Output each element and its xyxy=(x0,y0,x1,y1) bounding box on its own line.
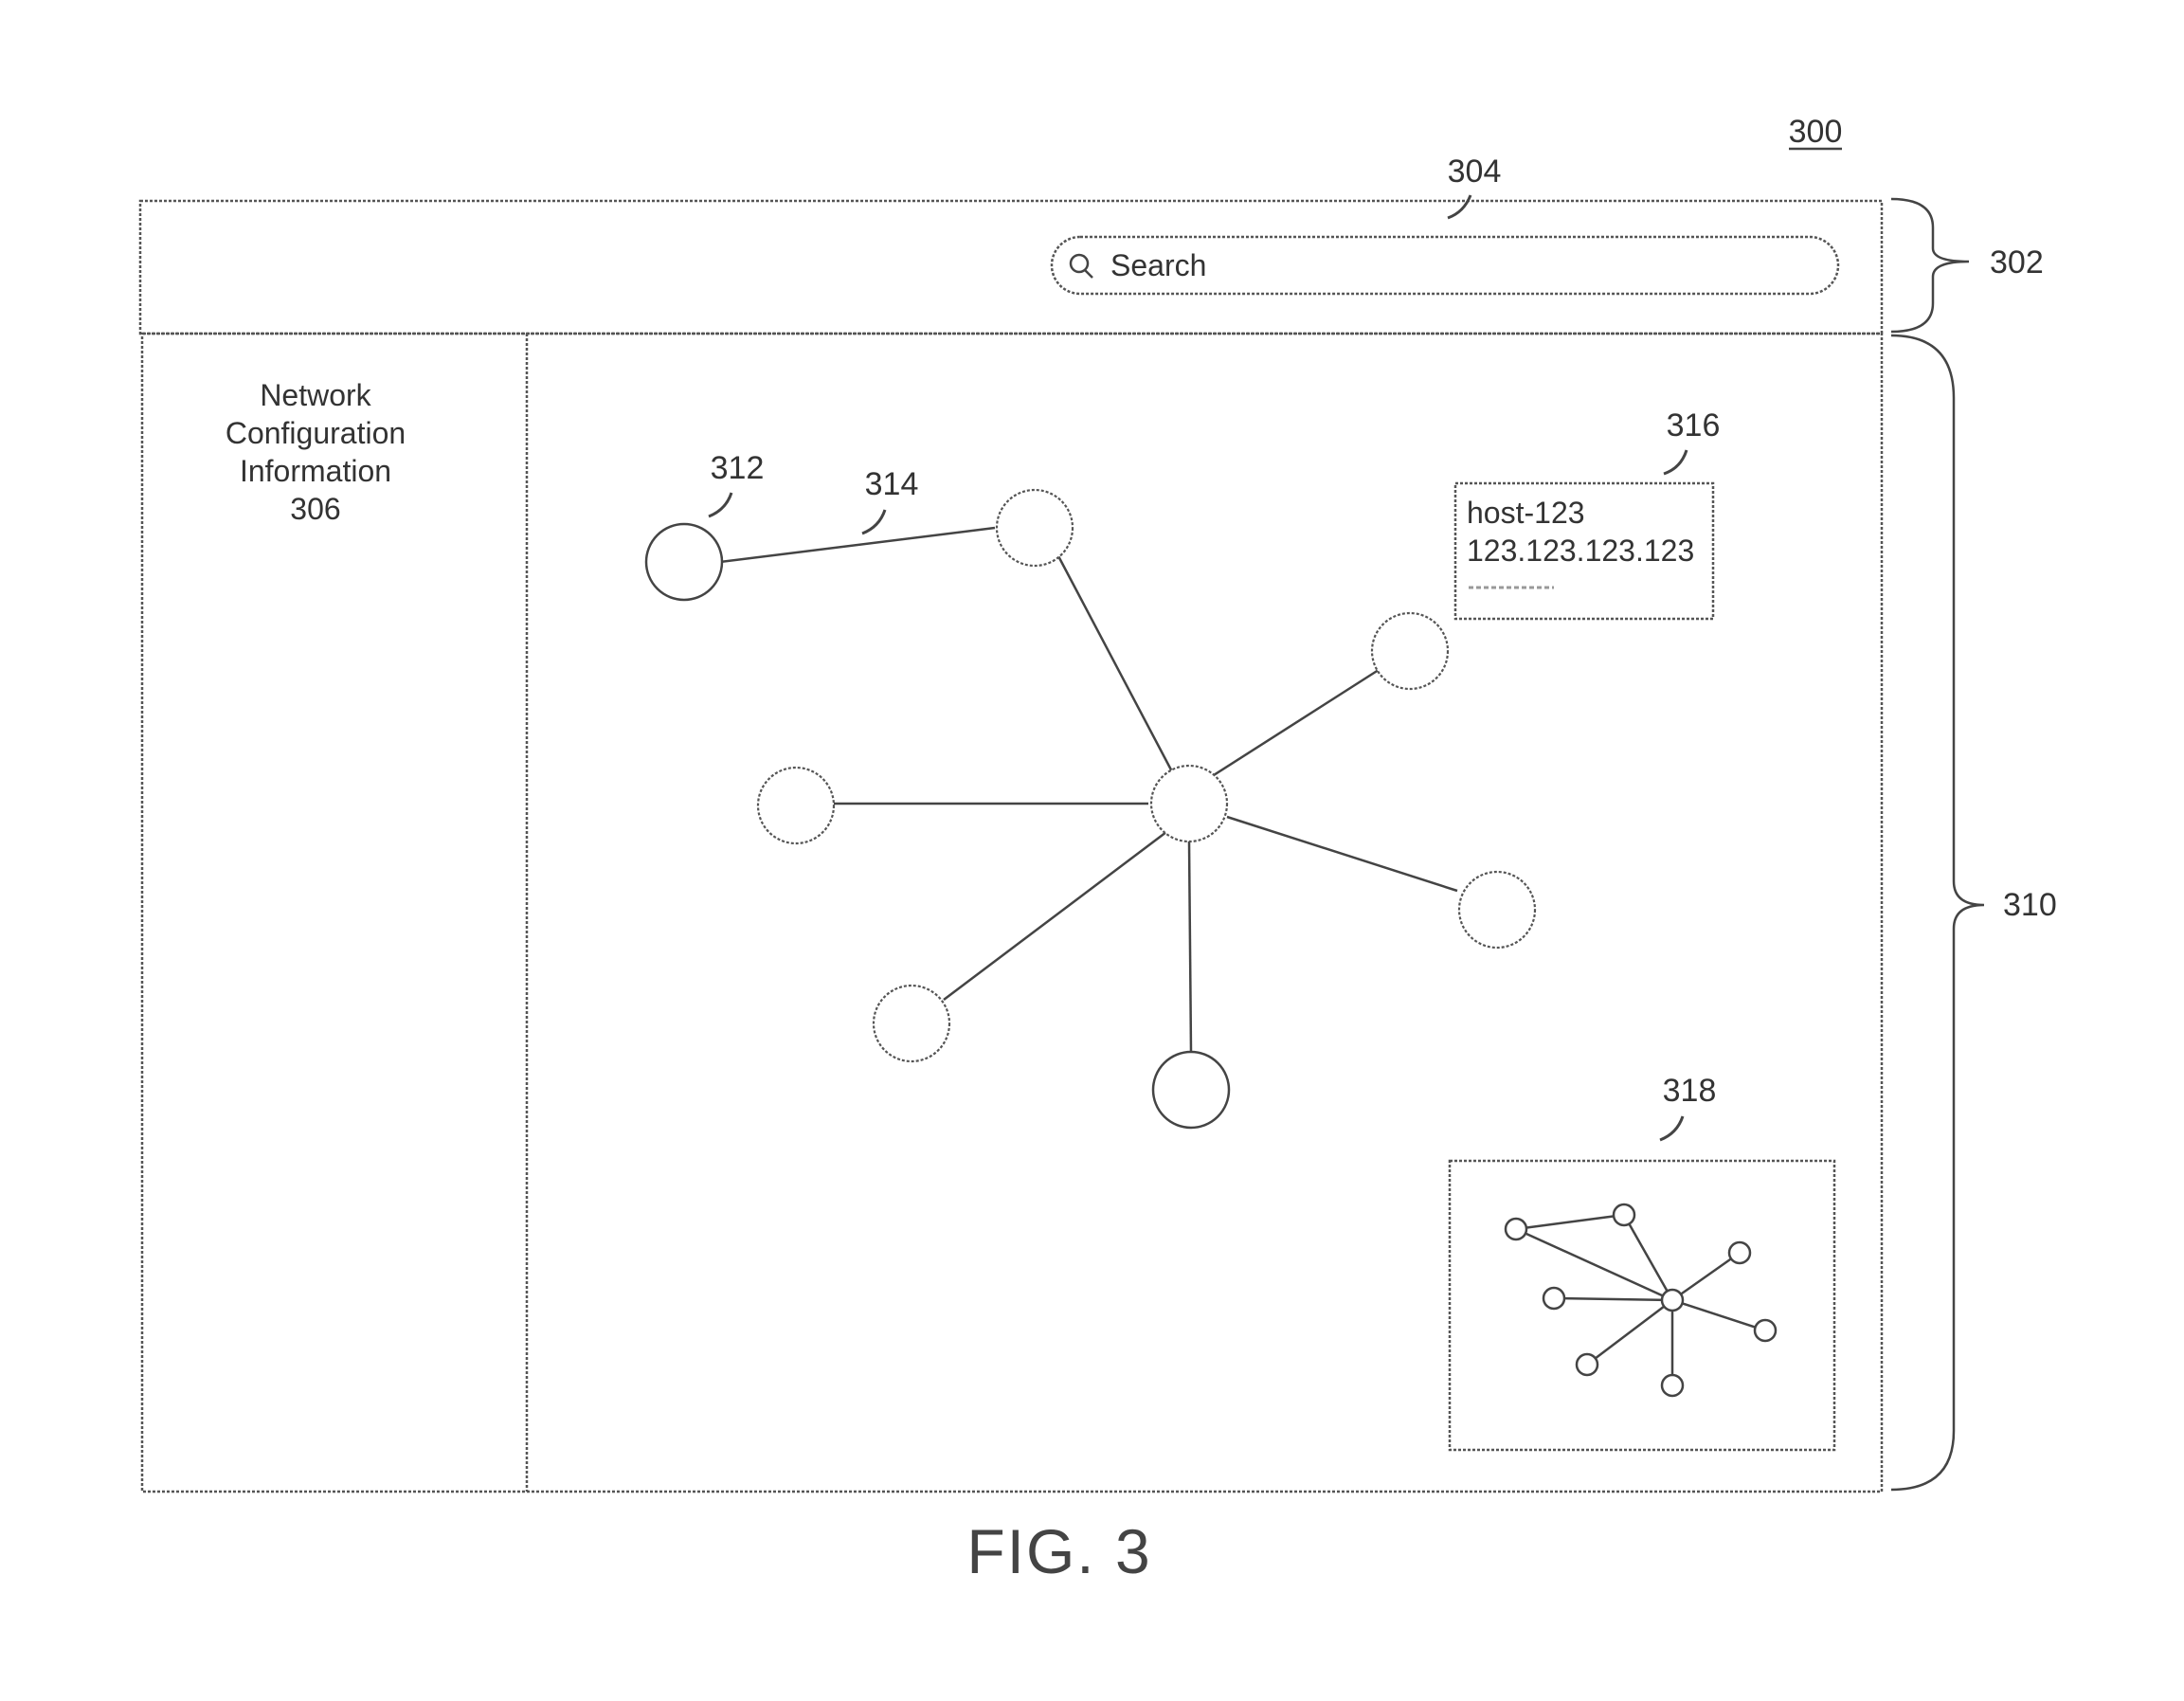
figure-number: 300 xyxy=(1789,114,1843,150)
ref-304: 304 xyxy=(1448,154,1502,190)
graph-node[interactable] xyxy=(874,986,949,1061)
edge xyxy=(1056,552,1175,777)
figure-caption: FIG. 3 xyxy=(966,1516,1151,1586)
ref-316-leader xyxy=(1664,450,1687,474)
graph-node[interactable] xyxy=(997,490,1073,566)
tooltip-ip: 123.123.123.123 xyxy=(1467,534,1694,568)
ref-314: 314 xyxy=(865,466,919,502)
ref-304-leader xyxy=(1448,195,1471,218)
tooltip-host: host-123 xyxy=(1467,496,1585,530)
minimap[interactable] xyxy=(1450,1161,1834,1450)
ref-318: 318 xyxy=(1663,1073,1717,1109)
node-312[interactable] xyxy=(646,524,722,600)
ref-302: 302 xyxy=(1990,244,2044,280)
ref-312: 312 xyxy=(711,450,765,486)
graph-node[interactable] xyxy=(1459,872,1535,948)
graph-node[interactable] xyxy=(1153,1052,1229,1128)
graph-nodes xyxy=(646,490,1535,1128)
graph-node[interactable] xyxy=(758,768,834,843)
ref-316: 316 xyxy=(1667,407,1721,443)
search-box[interactable]: Search xyxy=(1052,237,1838,294)
ref-314-leader xyxy=(862,510,885,534)
graph-node[interactable] xyxy=(1372,613,1448,689)
minimap-frame[interactable] xyxy=(1450,1161,1834,1450)
edge xyxy=(944,829,1170,1000)
graph-edges xyxy=(720,528,1457,1052)
search-placeholder: Search xyxy=(1110,248,1206,282)
edge xyxy=(1227,817,1457,891)
edge xyxy=(1189,841,1191,1052)
ref-310: 310 xyxy=(2003,887,2057,923)
brace-302 xyxy=(1891,199,1969,332)
edge-314 xyxy=(720,528,995,562)
sidebar-text: Network Configuration Information 306 xyxy=(226,378,406,526)
sidebar-line-2: Configuration xyxy=(226,416,406,450)
ref-312-leader xyxy=(709,493,731,516)
edge xyxy=(1203,668,1381,782)
sidebar-line-4: 306 xyxy=(290,492,340,526)
sidebar-line-1: Network xyxy=(260,378,371,412)
brace-310 xyxy=(1891,335,1984,1490)
host-tooltip: host-123 123.123.123.123 xyxy=(1455,483,1713,619)
graph-node-hub[interactable] xyxy=(1151,766,1227,841)
sidebar-line-3: Information xyxy=(240,454,391,488)
ref-318-leader xyxy=(1660,1116,1683,1140)
